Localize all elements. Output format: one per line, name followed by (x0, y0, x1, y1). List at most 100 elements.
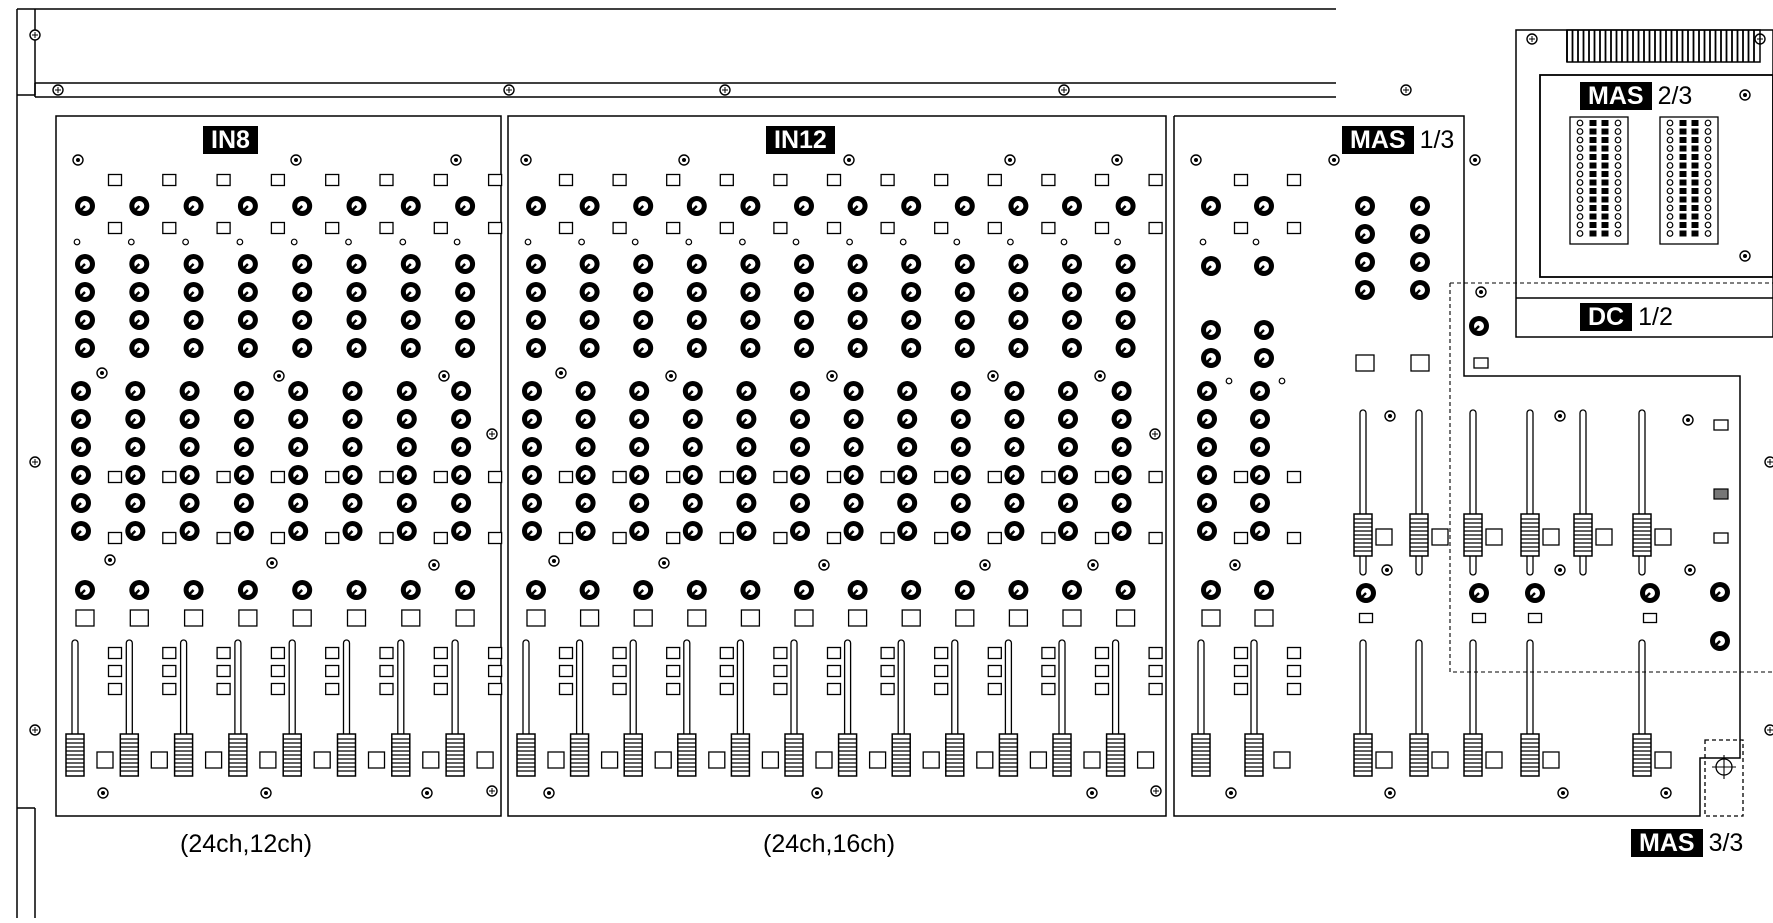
knob-pointer (404, 205, 412, 213)
button-icon (1062, 609, 1082, 627)
fader-icon (677, 639, 697, 777)
rotary-knob-icon (736, 409, 757, 429)
rotary-knob-icon (233, 409, 254, 429)
screw-icon (548, 555, 560, 567)
knob-pointer (346, 390, 354, 398)
rotary-knob-icon (1410, 280, 1430, 300)
knob-pointer (690, 589, 698, 597)
button-icon (1713, 419, 1729, 431)
button-icon (666, 221, 681, 235)
knob-pointer (404, 589, 412, 597)
screw-icon (97, 787, 109, 799)
rotary-knob-icon (451, 381, 472, 401)
rotary-knob-icon (847, 254, 868, 274)
screw-icon-inner (108, 558, 112, 562)
knob-pointer (744, 263, 752, 271)
screw-icon (543, 787, 555, 799)
rotary-knob-icon (400, 196, 421, 216)
in8-panel-outline (55, 115, 502, 817)
rotary-knob-icon (396, 409, 417, 429)
rotary-knob-icon (183, 580, 204, 600)
rotary-knob-icon (847, 580, 868, 600)
screw-icon (520, 154, 532, 166)
knob-pointer (847, 390, 855, 398)
knob-pointer (793, 530, 801, 538)
knob-pointer (1061, 446, 1069, 454)
rotary-knob-icon (125, 521, 146, 541)
button-icon (379, 531, 394, 545)
rotary-knob-icon (901, 282, 922, 302)
button-icon (183, 609, 204, 627)
button-icon (1233, 221, 1249, 235)
button-icon (1286, 664, 1302, 678)
knob-pointer (454, 390, 462, 398)
rotary-knob-icon (71, 437, 91, 457)
led-dot-icon (1666, 179, 1674, 186)
rotary-knob-icon (575, 521, 596, 541)
knob-pointer (128, 530, 137, 538)
knob-pointer (1472, 325, 1480, 333)
knob-pointer (183, 418, 191, 426)
rotary-knob-icon (686, 196, 707, 216)
meter-led-icon (1589, 120, 1597, 126)
rotary-knob-icon (1115, 310, 1136, 330)
rotary-knob-icon (740, 282, 761, 302)
knob-pointer (583, 319, 591, 327)
led-dot-icon (1704, 128, 1712, 135)
bolt-icon (29, 724, 41, 736)
led-dot-icon (1666, 128, 1674, 135)
rotary-knob-icon (288, 437, 309, 457)
button-icon (847, 609, 868, 627)
rotary-knob-icon (342, 493, 363, 513)
led-dot-icon (73, 238, 81, 246)
knob-pointer (632, 390, 641, 398)
rotary-knob-icon (342, 437, 363, 457)
rotary-knob-icon (629, 521, 650, 541)
led-dot-icon (578, 238, 585, 246)
button-icon (1094, 682, 1110, 696)
knob-pointer (132, 291, 141, 299)
knob-pointer (187, 263, 195, 271)
rotary-knob-icon (1201, 348, 1221, 368)
rotary-knob-icon (686, 338, 707, 358)
knob-pointer (1115, 530, 1123, 538)
rotary-knob-icon (794, 580, 814, 600)
knob-pointer (1200, 390, 1208, 398)
knob-pointer (1119, 291, 1127, 299)
fader-icon (1573, 409, 1593, 576)
button-icon (216, 470, 231, 484)
screw-icon-inner (425, 791, 429, 795)
button-icon (216, 531, 231, 545)
meter-led-icon (1601, 145, 1609, 152)
knob-pointer (128, 390, 137, 398)
fader-icon (173, 639, 194, 777)
knob-pointer (583, 205, 591, 213)
knob-pointer (1012, 589, 1020, 597)
knob-pointer (1257, 329, 1265, 337)
knob-pointer (295, 347, 304, 355)
knob-pointer (632, 418, 641, 426)
meter-led-icon (1589, 230, 1597, 237)
knob-pointer (579, 530, 587, 538)
screw-icon-inner (1115, 158, 1119, 162)
meter-led-icon (1679, 128, 1687, 135)
knob-pointer (400, 446, 408, 454)
led-dot-icon (739, 238, 746, 246)
rotary-knob-icon (1008, 196, 1029, 216)
button-icon (216, 221, 231, 235)
button-icon (740, 609, 761, 627)
led-dot-icon (685, 238, 693, 246)
rotary-knob-icon (1355, 252, 1375, 272)
button-icon (612, 531, 627, 545)
button-icon (96, 751, 114, 769)
knob-pointer (900, 446, 909, 454)
rotary-knob-icon (396, 493, 417, 513)
button-icon (487, 646, 503, 660)
rotary-knob-icon (237, 254, 258, 274)
rotary-knob-icon (1115, 196, 1136, 216)
button-icon (719, 682, 734, 696)
button-icon (270, 470, 286, 484)
knob-pointer (1204, 329, 1212, 337)
screw-icon-inner (270, 561, 274, 565)
